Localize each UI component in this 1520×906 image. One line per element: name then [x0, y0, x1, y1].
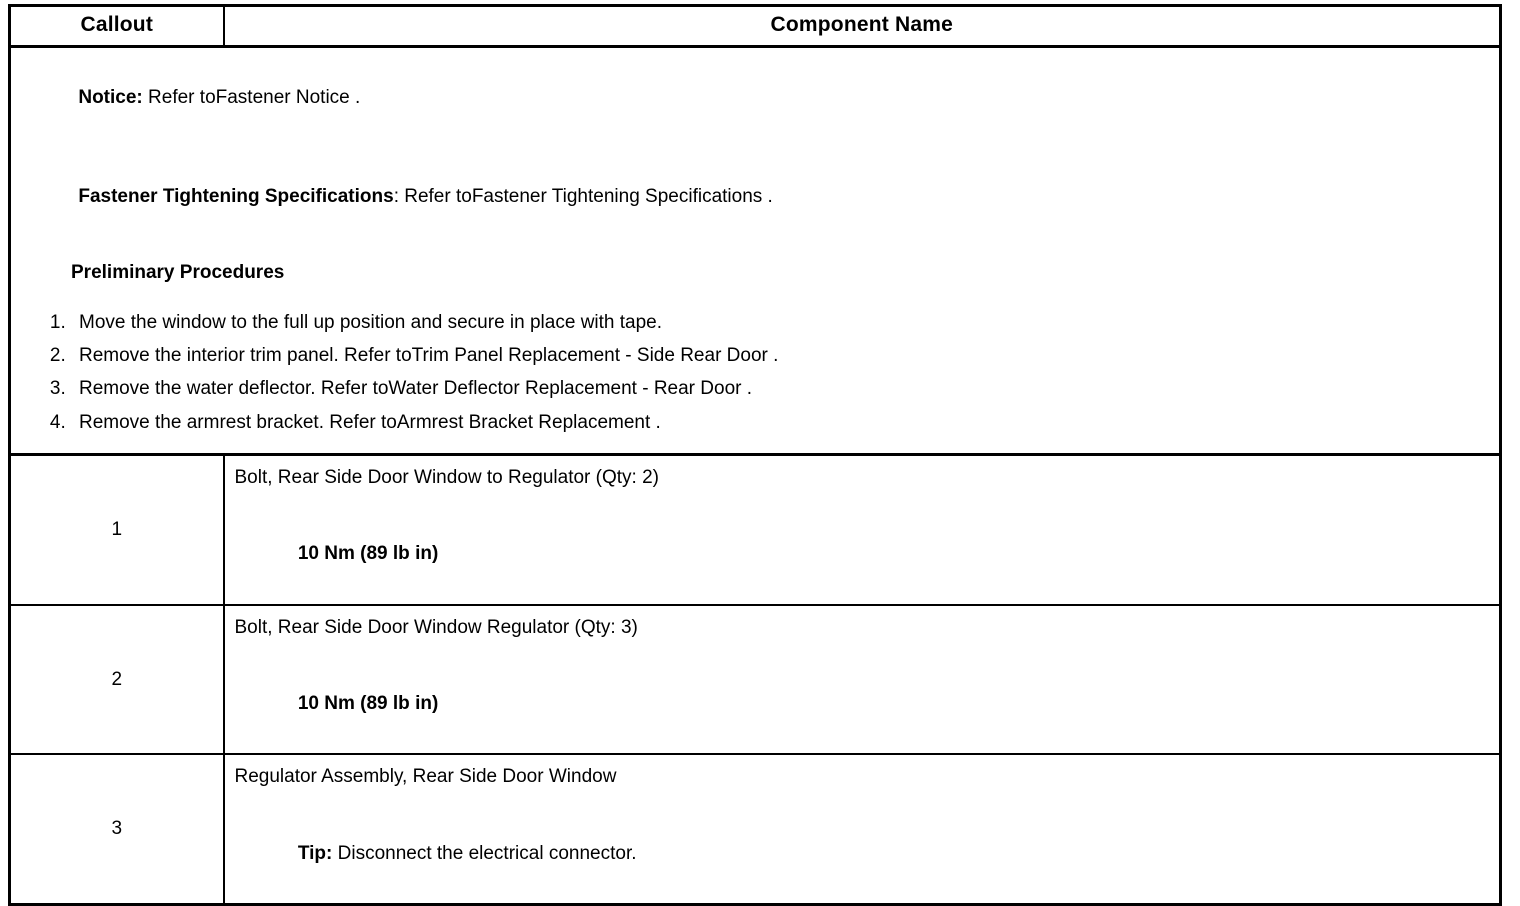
notice-text: Refer toFastener Notice . — [142, 87, 361, 109]
fastener-tightening-label: Fastener Tightening Specifications — [78, 186, 394, 208]
list-item: Remove the armrest bracket. Refer toArmr… — [71, 406, 1489, 439]
tip-note: Tip: Disconnect the electrical connector… — [235, 817, 1492, 891]
component-name-text: Bolt, Rear Side Door Window Regulator (Q… — [234, 616, 638, 638]
fastener-tightening-text: : Refer toFastener Tightening Specificat… — [393, 186, 773, 208]
tip-label: Tip: — [297, 842, 333, 864]
list-item: Remove the interior trim panel. Refer to… — [71, 339, 1489, 372]
component-description-cell: Regulator Assembly, Rear Side Door Windo… — [223, 753, 1501, 905]
notice-section-row: Notice: Refer toFastener Notice . Fasten… — [9, 46, 1501, 456]
notice-line: Notice: Refer toFastener Notice . — [15, 62, 1489, 135]
callout-number: 3 — [9, 753, 225, 905]
list-item: Move the window to the full up position … — [71, 306, 1489, 339]
table-header: Callout Component Name — [9, 5, 1501, 48]
torque-specification: 10 Nm (89 lb in) — [235, 518, 1492, 592]
component-description-cell: Bolt, Rear Side Door Window to Regulator… — [223, 453, 1501, 605]
fastener-tightening-line: Fastener Tightening Specifications: Refe… — [15, 161, 1489, 234]
notice-label: Notice: — [78, 87, 143, 109]
tip-text: Disconnect the electrical connector. — [332, 842, 637, 864]
table-row: 3 Regulator Assembly, Rear Side Door Win… — [9, 753, 1501, 905]
secondary-text: 10 Nm (89 lb in) — [297, 693, 439, 714]
notice-section: Notice: Refer toFastener Notice . Fasten… — [9, 46, 1501, 456]
torque-specification: 10 Nm (89 lb in) — [235, 667, 1492, 741]
column-header-callout: Callout — [9, 5, 225, 48]
list-item: Remove the water deflector. Refer toWate… — [71, 372, 1489, 405]
preliminary-procedures-heading: Preliminary Procedures — [71, 261, 285, 283]
component-name-text: Bolt, Rear Side Door Window to Regulator… — [234, 466, 660, 488]
callout-number: 1 — [9, 453, 225, 605]
service-procedure-table-page: Callout Component Name Notice: Refer toF… — [0, 0, 1520, 654]
preliminary-procedures-list: Move the window to the full up position … — [15, 306, 1489, 439]
column-header-component-name: Component Name — [223, 5, 1501, 48]
callout-number: 2 — [9, 603, 225, 755]
table-header-row: Callout Component Name — [9, 5, 1501, 48]
component-name-text: Regulator Assembly, Rear Side Door Windo… — [234, 766, 617, 788]
callout-component-table: Callout Component Name Notice: Refer toF… — [8, 4, 1502, 906]
table-row: 1 Bolt, Rear Side Door Window to Regulat… — [9, 453, 1501, 605]
table-row: 2 Bolt, Rear Side Door Window Regulator … — [9, 603, 1501, 755]
component-description-cell: Bolt, Rear Side Door Window Regulator (Q… — [223, 603, 1501, 755]
table-body: Notice: Refer toFastener Notice . Fasten… — [9, 46, 1501, 905]
secondary-text: 10 Nm (89 lb in) — [297, 543, 439, 565]
